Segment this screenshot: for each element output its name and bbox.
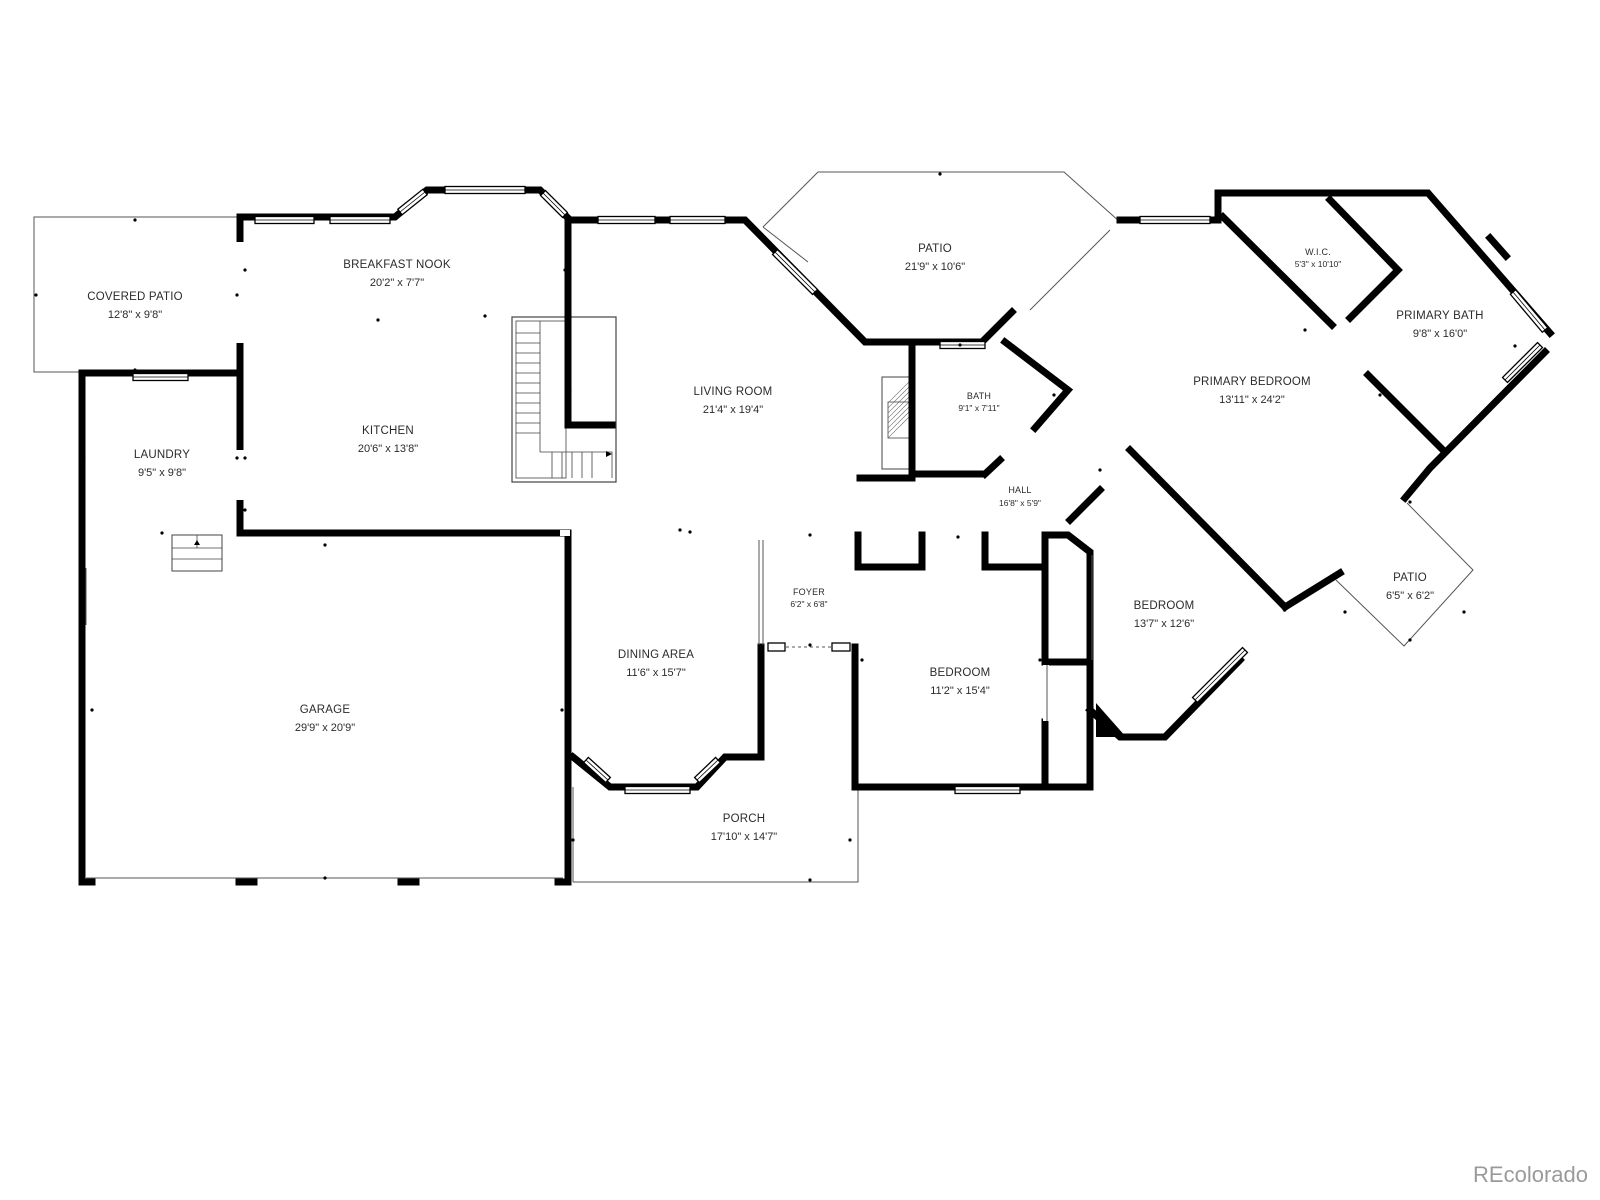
watermark-logo: REcolorado (1473, 1162, 1588, 1187)
laundry-name: LAUNDRY (134, 449, 190, 461)
hall-name: HALL (1008, 485, 1031, 495)
garage-dim: 29'9" x 20'9" (295, 722, 355, 734)
wic-name: W.I.C. (1305, 247, 1331, 257)
bedroom-side-dim: 13'7" x 12'6" (1134, 618, 1194, 630)
primary-bedroom-dim: 13'11" x 24'2" (1219, 394, 1285, 406)
bedroom-front-name: BEDROOM (930, 667, 991, 679)
living-room-name: LIVING ROOM (694, 386, 773, 398)
measure-markers (34, 172, 1517, 882)
garage-name: GARAGE (300, 704, 351, 716)
kitchen-name: KITCHEN (362, 425, 414, 437)
porch-name: PORCH (723, 813, 766, 825)
bath-name: BATH (967, 391, 991, 401)
primary-bath-dim: 9'8" x 16'0" (1413, 328, 1467, 340)
room-labels: COVERED PATIO 12'8" x 9'8" BREAKFAST NOO… (87, 243, 1483, 843)
covered-patio-dim: 12'8" x 9'8" (108, 309, 162, 321)
patio-side-dim: 6'5" x 6'2" (1386, 590, 1434, 602)
bath-dim: 9'1" x 7'11" (958, 403, 999, 413)
kitchen-dim: 20'6" x 13'8" (358, 443, 418, 455)
living-room-dim: 21'4" x 19'4" (703, 404, 763, 416)
wic-dim: 5'3" x 10'10" (1295, 259, 1342, 269)
hall-dim: 16'8" x 5'9" (999, 498, 1041, 508)
dining-area-dim: 11'6" x 15'7" (626, 667, 686, 679)
foyer-dim: 6'2" x 6'8" (790, 599, 827, 609)
laundry-dim: 9'5" x 9'8" (138, 467, 186, 479)
patio-top-dim: 21'9" x 10'6" (905, 261, 965, 273)
patio-top-name: PATIO (918, 243, 952, 255)
patio-side-name: PATIO (1393, 572, 1427, 584)
breakfast-nook-name: BREAKFAST NOOK (343, 259, 451, 271)
garage-entry-step (171, 534, 223, 572)
primary-bath-name: PRIMARY BATH (1396, 310, 1483, 322)
dining-area-name: DINING AREA (618, 649, 694, 661)
staircase (511, 316, 617, 483)
windows (132, 185, 1549, 795)
outdoor-outlines (33, 171, 1474, 883)
foyer-name: FOYER (793, 587, 825, 597)
bedroom-side-name: BEDROOM (1134, 600, 1195, 612)
covered-patio-name: COVERED PATIO (87, 291, 182, 303)
bedroom-front-dim: 11'2" x 15'4" (930, 685, 990, 697)
porch-dim: 17'10" x 14'7" (711, 831, 778, 843)
primary-bedroom-name: PRIMARY BEDROOM (1193, 376, 1311, 388)
breakfast-nook-dim: 20'2" x 7'7" (370, 277, 424, 289)
walls (78, 186, 1555, 886)
door-openings (236, 242, 1093, 721)
